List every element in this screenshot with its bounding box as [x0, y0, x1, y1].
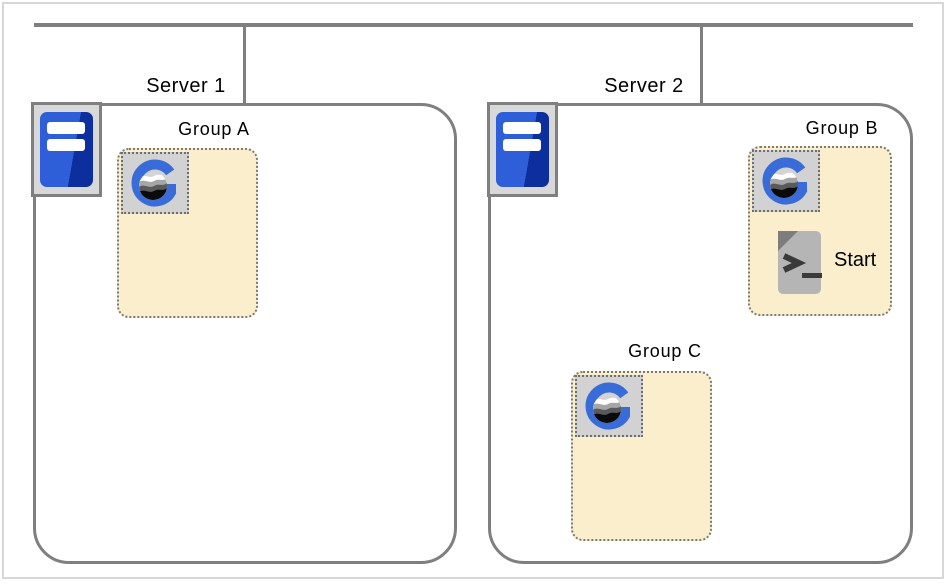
group-b-label: Group B [805, 118, 879, 138]
group-b-icon [752, 150, 820, 212]
g-logo-globe-icon [581, 381, 637, 431]
g-logo-globe-icon [127, 158, 183, 208]
server1-icon [31, 102, 102, 197]
server1-connector-line [243, 25, 246, 105]
start-script-file-icon [777, 230, 822, 295]
network-bus-line [34, 23, 913, 27]
group-c-label: Group C [628, 341, 702, 361]
group-b-box: Start [748, 146, 892, 316]
server2-icon [487, 102, 558, 197]
server-drive-bar [503, 122, 541, 134]
server-tower-icon [40, 112, 93, 187]
server1-label: Server 1 [146, 75, 226, 97]
server-drive-bar [503, 139, 541, 151]
server-tower-icon [496, 112, 549, 187]
server-drive-bar [47, 122, 85, 134]
group-c-box [571, 371, 712, 541]
group-a-icon [121, 152, 189, 214]
server2-label: Server 2 [604, 75, 684, 97]
group-a-box [117, 148, 258, 318]
server-drive-bar [47, 139, 85, 151]
group-a-label: Group A [178, 119, 250, 139]
g-logo-globe-icon [758, 156, 814, 206]
server2-connector-line [700, 25, 703, 105]
group-c-icon [575, 375, 643, 437]
start-script-label: Start [834, 249, 877, 271]
